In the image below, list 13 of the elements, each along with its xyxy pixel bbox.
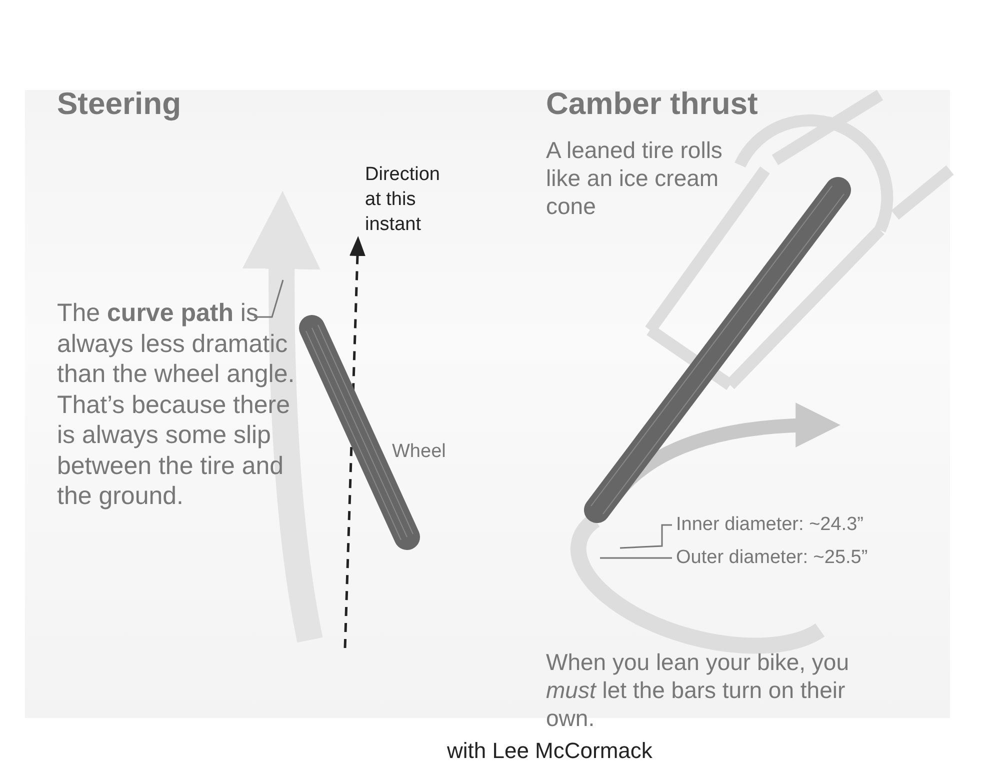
arrow-label: Direction at this instant (365, 163, 441, 237)
dimension-label: Inner diameter: ~24.3” (676, 514, 864, 536)
credit-text: with Lee McCormack (447, 738, 652, 764)
callout-text: The curve path is always less dramatic than the wheel angle. That’s because there is always some slip between the tire and the ground. (57, 298, 297, 512)
leader-line (620, 524, 672, 549)
leader-line (254, 280, 284, 318)
leader-line (600, 557, 672, 559)
panel-heading: Camber thrust (546, 86, 758, 122)
panel-heading: Steering (57, 86, 182, 122)
dimension-label: Outer diameter: ~25.5” (676, 547, 868, 569)
part-label: Wheel (392, 441, 446, 463)
caption-text: A leaned tire rolls like an ice cream cone (546, 136, 724, 220)
caption-text: When you lean your bike, you must let the bars turn on their own. (546, 648, 850, 732)
